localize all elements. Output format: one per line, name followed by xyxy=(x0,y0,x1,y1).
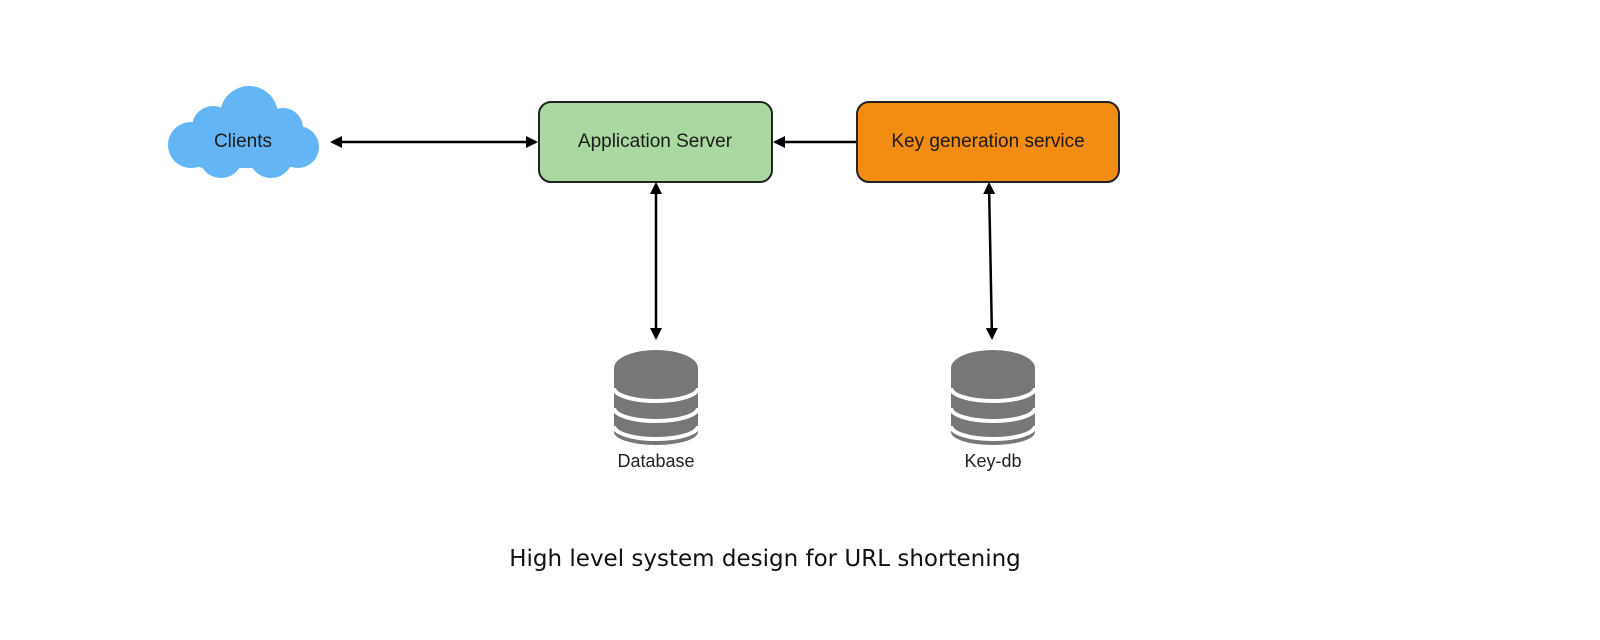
app-server-label: Application Server xyxy=(578,131,733,152)
figure-caption: High level system design for URL shorten… xyxy=(509,546,1021,572)
key-db-icon xyxy=(951,350,1035,445)
cloud-icon xyxy=(168,86,319,178)
app-server-box xyxy=(538,101,773,183)
database-icon xyxy=(614,350,698,445)
key-db-node: Key-db xyxy=(949,350,1037,471)
clients-node: Clients xyxy=(168,86,319,178)
app-server-node: Application Server xyxy=(538,101,773,183)
key-gen-label: Key generation service xyxy=(891,131,1084,152)
clients-label: Clients xyxy=(214,131,272,152)
edge-keygen-key-db xyxy=(983,182,998,340)
key-gen-box xyxy=(856,101,1120,183)
database-label: Database xyxy=(617,451,694,471)
key-db-label: Key-db xyxy=(964,451,1021,471)
database-node: Database xyxy=(612,350,700,471)
key-gen-node: Key generation service xyxy=(856,101,1120,183)
